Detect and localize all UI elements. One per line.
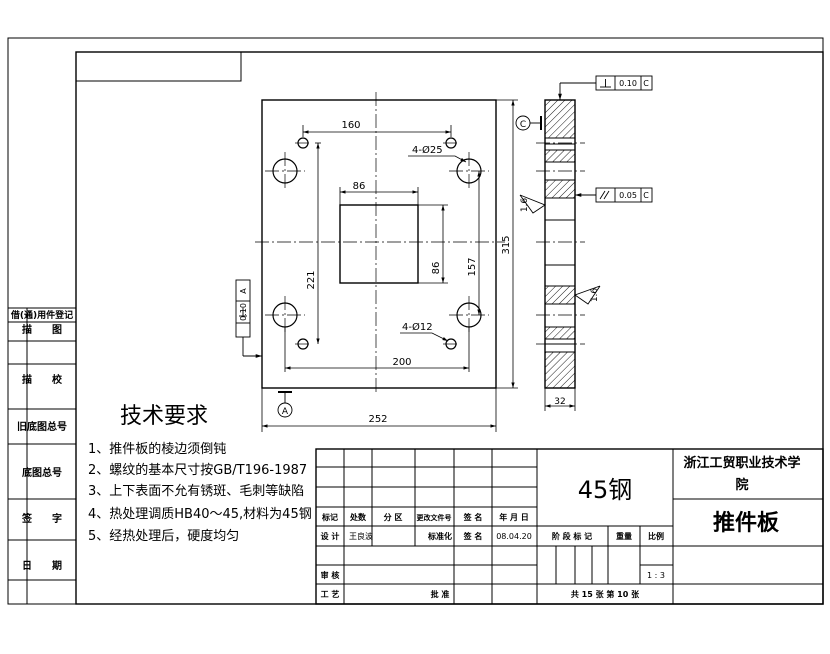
header-date: 年 月 日 bbox=[499, 512, 529, 522]
left-revision-column: 借(通)用件登记 描 图 描 校 旧底图总号 底图总号 签 字 日 期 bbox=[8, 307, 76, 604]
left-label-old-base: 旧底图总号 bbox=[17, 420, 67, 433]
tol-par-value: 0.05 bbox=[619, 191, 637, 200]
stage-mark: 阶 段 标 记 bbox=[552, 531, 592, 541]
row-review: 审 核 bbox=[321, 570, 340, 580]
tech-item-5: 5、经热处理后，硬度均匀 bbox=[88, 528, 239, 544]
dim-157: 157 bbox=[467, 257, 478, 276]
dim-86-v: 86 bbox=[431, 262, 442, 275]
title-block: 45钢 浙江工贸职业技术学 院 推件板 标记 处数 分 区 更改文件号 签 名 … bbox=[315, 448, 824, 605]
row-std: 标准化 bbox=[427, 531, 452, 541]
roughness-1: 1.6 bbox=[520, 198, 530, 213]
dim-86-h: 86 bbox=[353, 181, 366, 192]
scale-value: 1 : 3 bbox=[647, 571, 665, 580]
part-name: 推件板 bbox=[713, 511, 780, 536]
designer: 王良波 bbox=[349, 531, 373, 541]
tol-perp-a-value: 0.10 bbox=[239, 303, 248, 321]
row-approve: 批 准 bbox=[431, 589, 450, 599]
tech-item-2: 2、螺纹的基本尺寸按GB/T196-1987 bbox=[88, 462, 307, 478]
left-label-base: 底图总号 bbox=[22, 466, 62, 479]
row-sign: 签 名 bbox=[463, 531, 483, 541]
tech-item-3: 3、上下表面不允有锈斑、毛刺等缺陷 bbox=[88, 483, 304, 499]
header-count: 处数 bbox=[349, 512, 367, 522]
side-view: 32 C 0.10 C 0.05 C bbox=[515, 75, 653, 411]
tol-perp-c-datum: C bbox=[643, 79, 649, 88]
weight-label: 重量 bbox=[616, 531, 632, 541]
tol-perp-a-datum: A bbox=[239, 288, 248, 294]
dim-160: 160 bbox=[341, 120, 360, 131]
header-docno: 更改文件号 bbox=[417, 513, 452, 522]
dim-holes-large: 4-Ø25 bbox=[412, 144, 443, 156]
datum-a-marker: A bbox=[282, 407, 289, 417]
header-sign: 签 名 bbox=[463, 512, 483, 522]
tech-requirements: 技术要求 1、推件板的棱边须倒钝 2、螺纹的基本尺寸按GB/T196-1987 … bbox=[88, 404, 312, 544]
tol-perp-c-value: 0.10 bbox=[619, 79, 637, 88]
left-label-tracing: 描 图 bbox=[22, 323, 62, 336]
dim-221: 221 bbox=[306, 270, 317, 289]
tol-par-datum: C bbox=[643, 191, 649, 200]
dim-252: 252 bbox=[368, 414, 387, 425]
left-label-check: 描 校 bbox=[22, 373, 63, 386]
header-zone: 分 区 bbox=[384, 512, 403, 522]
datum-c-marker: C bbox=[520, 120, 526, 130]
scale-label: 比例 bbox=[648, 531, 664, 541]
datum-a-circle bbox=[277, 402, 293, 418]
tech-item-1: 1、推件板的棱边须倒钝 bbox=[88, 441, 226, 457]
row-process: 工 艺 bbox=[321, 589, 340, 599]
front-view: 160 4-Ø25 86 221 86 157 315 4-Ø12 200 25… bbox=[235, 92, 518, 432]
dim-holes-small: 4-Ø12 bbox=[402, 321, 433, 333]
school-name-line1: 浙江工贸职业技术学 bbox=[683, 455, 800, 471]
material: 45钢 bbox=[578, 476, 633, 504]
school-name-line2: 院 bbox=[735, 477, 748, 493]
left-label-date: 日 期 bbox=[22, 559, 62, 572]
dim-315: 315 bbox=[501, 235, 512, 254]
sheet-count: 共 15 张 第 10 张 bbox=[571, 589, 640, 599]
header-mark: 标记 bbox=[321, 512, 338, 522]
dim-32: 32 bbox=[554, 397, 565, 407]
design-date: 08.04.20 bbox=[496, 532, 532, 541]
tech-title: 技术要求 bbox=[120, 404, 208, 429]
left-label-sign: 签 字 bbox=[21, 512, 62, 525]
roughness-2: 1.6 bbox=[590, 288, 600, 303]
dim-200: 200 bbox=[392, 357, 411, 368]
left-label-reuse: 借(通)用件登记 bbox=[10, 309, 73, 321]
row-design: 设 计 bbox=[321, 531, 340, 541]
tech-item-4: 4、热处理调质HB40～45,材料为45钢 bbox=[88, 507, 312, 522]
